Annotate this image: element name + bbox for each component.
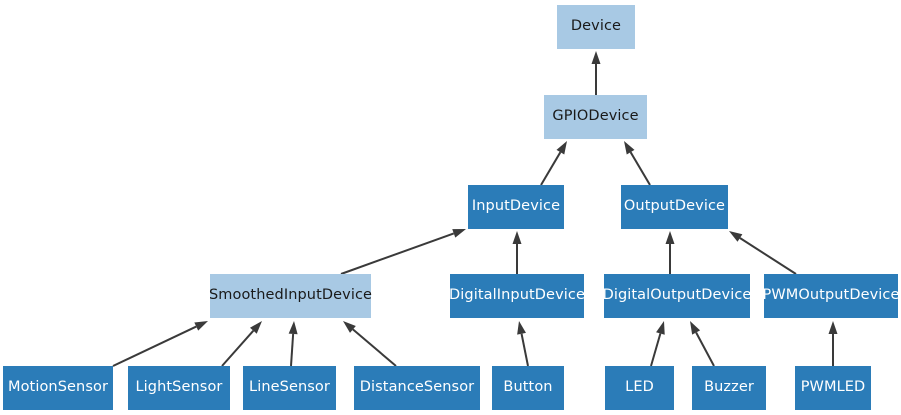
class-node-label: GPIODevice [552,108,639,125]
class-node-label: Buzzer [704,379,754,396]
class-node-label: LED [625,379,654,396]
class-node-lightsensor: LightSensor [128,366,230,410]
class-node-motionsensor: MotionSensor [3,366,113,410]
class-node-label: DigitalInputDevice [449,287,585,304]
class-node-label: SmoothedInputDevice [208,287,373,304]
class-node-label: PWMLED [800,379,866,396]
inheritance-arrow-gpiodevice-to-device [591,51,601,95]
class-node-digitaloutputdevice: DigitalOutputDevice [602,274,752,318]
class-node-label: MotionSensor [7,379,109,396]
class-node-label: Device [570,18,622,35]
inheritance-arrow-buzzer-to-digitaloutputdevice [690,321,715,367]
class-node-digitalinputdevice: DigitalInputDevice [449,274,585,318]
inheritance-arrow-motionsensor-to-smoothedinputdevice [112,321,208,367]
class-node-label: LightSensor [135,379,223,396]
class-node-led: LED [605,366,674,410]
class-node-label: DigitalOutputDevice [602,287,752,304]
class-node-label: PWMOutputDevice [762,287,900,304]
inheritance-arrow-led-to-digitaloutputdevice [650,321,665,367]
inheritance-arrow-pwmled-to-pwmoutputdevice [828,321,838,366]
inheritance-arrow-distancesensor-to-smoothedinputdevice [343,321,397,367]
class-node-inputdevice: InputDevice [468,185,564,229]
inheritance-arrow-outputdevice-to-gpiodevice [624,141,651,186]
class-node-pwmoutputdevice: PWMOutputDevice [762,274,900,318]
inheritance-arrow-pwmoutputdevice-to-outputdevice [729,231,797,275]
inheritance-arrow-lightsensor-to-smoothedinputdevice [221,321,262,367]
inheritance-arrow-smoothedinputdevice-to-inputdevice [340,229,466,275]
inheritance-arrow-button-to-digitalinputdevice [517,321,529,367]
class-node-pwmled: PWMLED [795,366,871,410]
class-node-label: Button [503,379,553,396]
class-node-gpiodevice: GPIODevice [544,95,647,139]
class-node-buzzer: Buzzer [692,366,766,410]
inheritance-arrow-digitalinputdevice-to-inputdevice [512,231,522,274]
class-node-label: InputDevice [471,198,561,215]
class-node-smoothedinputdevice: SmoothedInputDevice [208,274,373,318]
inheritance-arrow-digitaloutputdevice-to-outputdevice [665,231,675,274]
inheritance-arrow-linesensor-to-smoothedinputdevice [288,321,298,367]
inheritance-arrow-inputdevice-to-gpiodevice [540,141,567,186]
class-node-label: LineSensor [249,379,330,396]
class-node-label: DistanceSensor [359,379,475,396]
class-node-linesensor: LineSensor [243,366,336,410]
class-node-distancesensor: DistanceSensor [354,366,480,410]
class-node-label: OutputDevice [623,198,726,215]
class-node-device: Device [557,5,635,49]
class-node-outputdevice: OutputDevice [621,185,728,229]
class-node-button: Button [492,366,564,410]
